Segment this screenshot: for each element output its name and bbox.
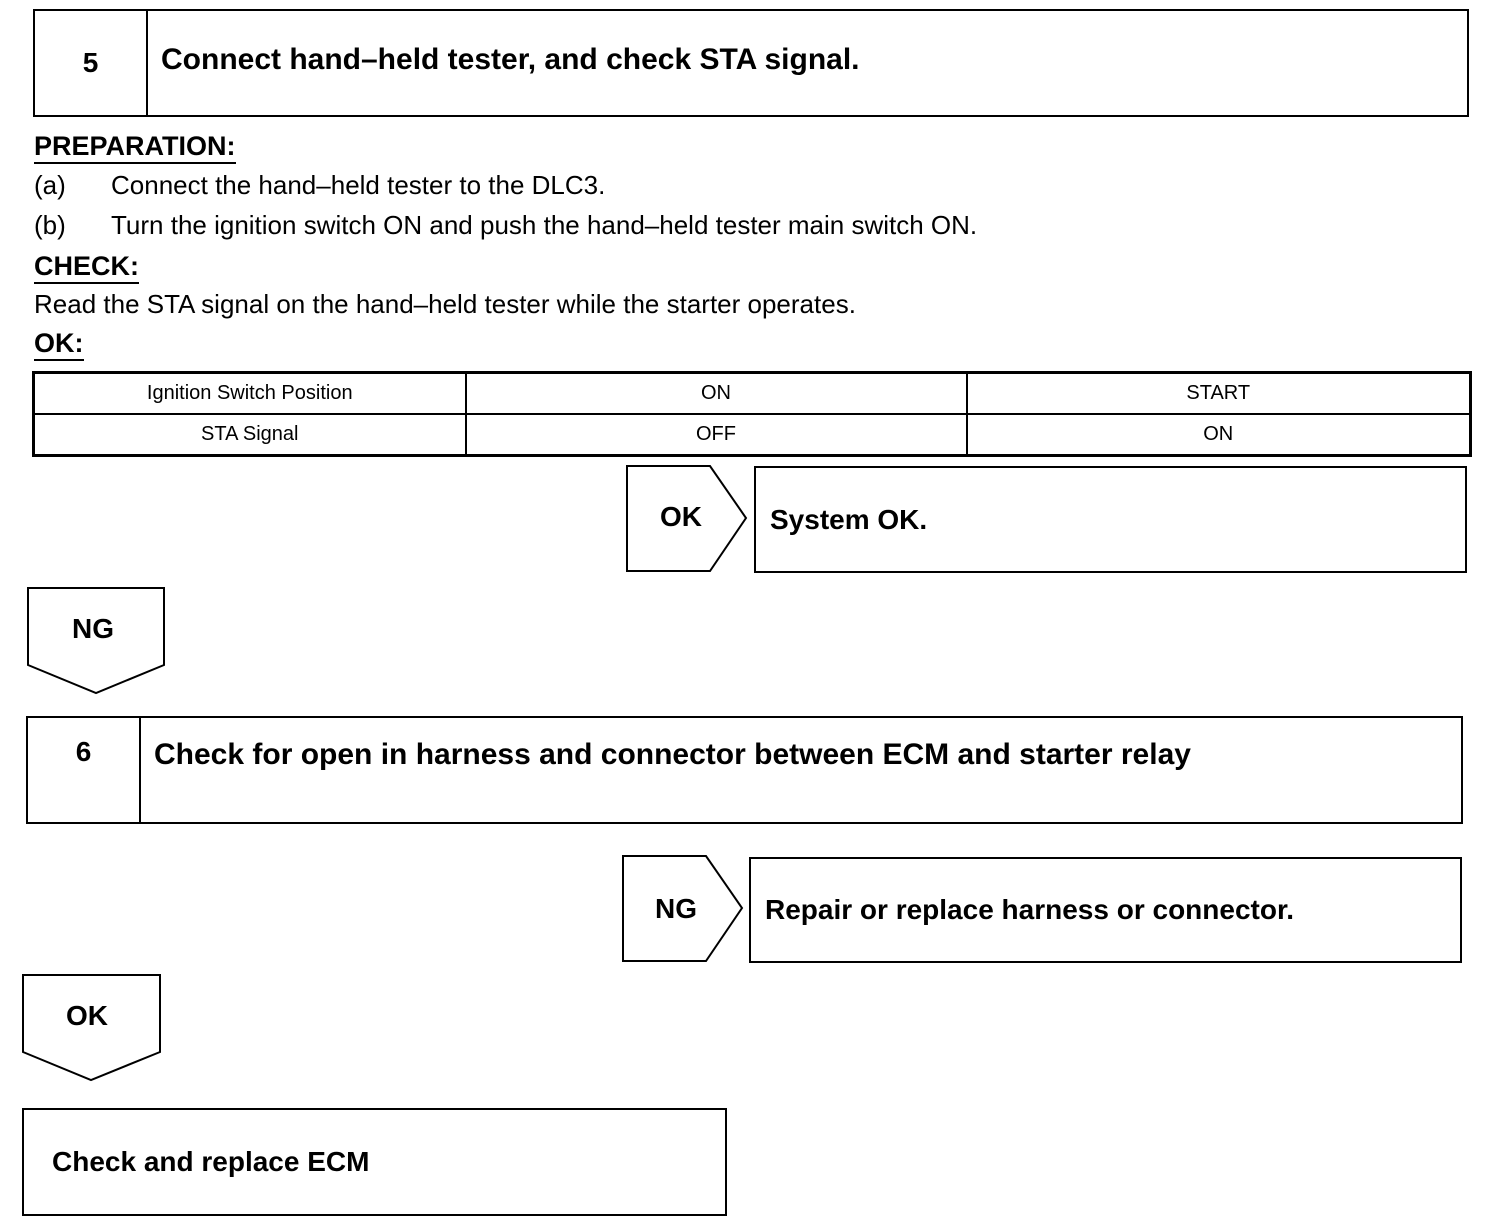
ok-arrow-label (626, 465, 748, 572)
ok-label: OK (660, 501, 702, 532)
table-row: Ignition Switch Position ON START (32, 371, 1472, 415)
ok-heading: OK: (34, 327, 84, 361)
preparation-heading: PREPARATION: (34, 130, 236, 164)
table-cell: START (965, 371, 1472, 415)
item-label: (b) (34, 210, 66, 240)
preparation-item: (a) Connect the hand–held tester to the D… (34, 170, 605, 201)
step-5-header: 5 Connect hand–held tester, and check ST… (33, 9, 1469, 117)
ok-label: OK (66, 1000, 108, 1031)
ok-spec-table: Ignition Switch Position ON START STA Si… (32, 371, 1472, 457)
ng-arrow-label (27, 587, 165, 695)
step-title: Check for open in harness and connector … (154, 738, 1191, 771)
step-number: 6 (28, 718, 141, 822)
system-ok-box: System OK. (754, 466, 1467, 573)
step-title: Connect hand–held tester, and check STA … (161, 43, 860, 76)
check-heading: CHECK: (34, 250, 139, 284)
item-text: Turn the ignition switch ON and push the… (111, 210, 978, 240)
check-text: Read the STA signal on the hand–held tes… (34, 289, 856, 319)
step-6-header: 6 Check for open in harness and connecto… (26, 716, 1463, 824)
preparation-item: (b) Turn the ignition switch ON and push … (34, 210, 977, 241)
item-label: (a) (34, 170, 66, 200)
table-cell: Ignition Switch Position (32, 371, 467, 415)
table-row: STA Signal OFF ON (32, 413, 1472, 457)
ng-label: NG (72, 613, 114, 644)
table-cell: STA Signal (32, 413, 467, 457)
ng-label: NG (655, 893, 697, 924)
table-cell: ON (464, 371, 968, 415)
step-number: 5 (35, 11, 148, 115)
table-cell: ON (965, 413, 1472, 457)
item-text: Connect the hand–held tester to the DLC3… (111, 170, 606, 200)
ng-arrow-label (622, 855, 744, 962)
ok-arrow-label (22, 974, 161, 1082)
repair-box: Repair or replace harness or connector. (749, 857, 1462, 963)
table-cell: OFF (464, 413, 968, 457)
replace-ecm-box: Check and replace ECM (22, 1108, 727, 1216)
